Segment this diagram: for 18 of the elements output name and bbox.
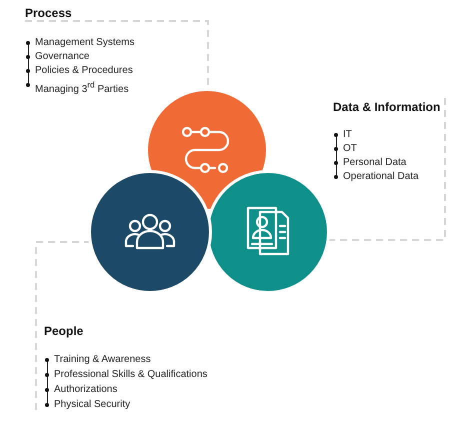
list-item: Training & Awareness <box>54 354 151 365</box>
list-item: IT <box>343 129 352 140</box>
section-heading: Process <box>25 6 72 20</box>
list-item: Managing 3$^{rd}$ Parties <box>35 84 129 96</box>
section-heading: People <box>44 324 84 338</box>
list-item: Policies & Procedures <box>35 65 133 76</box>
section-heading: Data & Information <box>333 100 440 114</box>
dashed-connector <box>25 20 209 87</box>
dashed-connector <box>35 241 90 410</box>
list-item: OT <box>343 143 357 154</box>
list-item: Physical Security <box>54 399 130 410</box>
list-item: Authorizations <box>54 384 118 395</box>
list-item: Governance <box>35 51 90 62</box>
list-item: Professional Skills & Qualifications <box>54 369 208 380</box>
list-item: Management Systems <box>35 37 134 48</box>
list-item: Personal Data <box>343 157 406 168</box>
list-item: Operational Data <box>343 171 419 182</box>
dashed-connector <box>328 98 446 241</box>
